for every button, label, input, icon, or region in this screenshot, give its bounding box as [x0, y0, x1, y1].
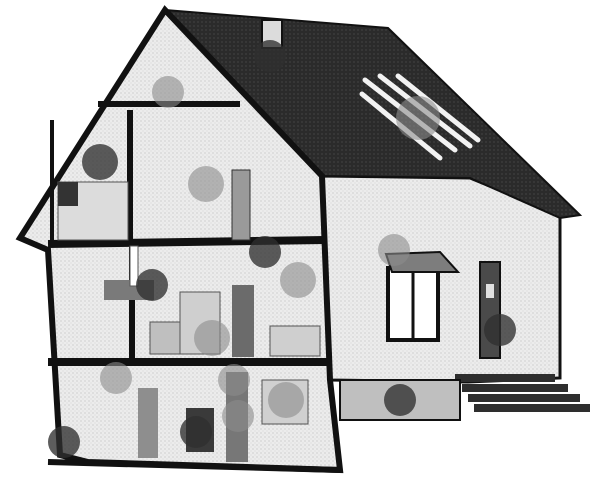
outdoor-unit-marker[interactable]	[384, 384, 416, 416]
attic-window	[58, 182, 78, 206]
stair-post	[130, 246, 138, 286]
counter	[270, 326, 320, 356]
exterior-side-wall	[322, 176, 560, 382]
upper-room-wardrobe	[232, 170, 250, 240]
entry-steps	[455, 374, 590, 412]
stove	[150, 322, 180, 354]
appliance-marker[interactable]	[194, 320, 230, 356]
bedroom-wall-device-marker[interactable]	[188, 166, 224, 202]
attic-light-marker[interactable]	[152, 76, 184, 108]
floor-duct-marker[interactable]	[249, 236, 281, 268]
upper-floor-slab	[48, 240, 325, 244]
window-marker[interactable]	[378, 234, 410, 266]
living-room-wall-marker[interactable]	[280, 262, 316, 298]
thermostat-upstairs-marker[interactable]	[82, 144, 118, 180]
basement-pipe-marker[interactable]	[218, 364, 250, 396]
basement-left-marker[interactable]	[100, 362, 132, 394]
attic-vent-marker[interactable]	[254, 40, 286, 72]
basement-corner-marker[interactable]	[48, 426, 80, 458]
basement-right-marker[interactable]	[268, 382, 304, 418]
door-light	[486, 284, 494, 298]
cabinet	[232, 285, 254, 357]
living-room-left-marker[interactable]	[136, 269, 168, 301]
basement-washer-marker[interactable]	[180, 416, 212, 448]
door-marker[interactable]	[484, 314, 516, 346]
solar-panel-marker[interactable]	[396, 96, 440, 140]
basement-pipe	[138, 388, 158, 458]
basement-heater-marker[interactable]	[222, 400, 254, 432]
